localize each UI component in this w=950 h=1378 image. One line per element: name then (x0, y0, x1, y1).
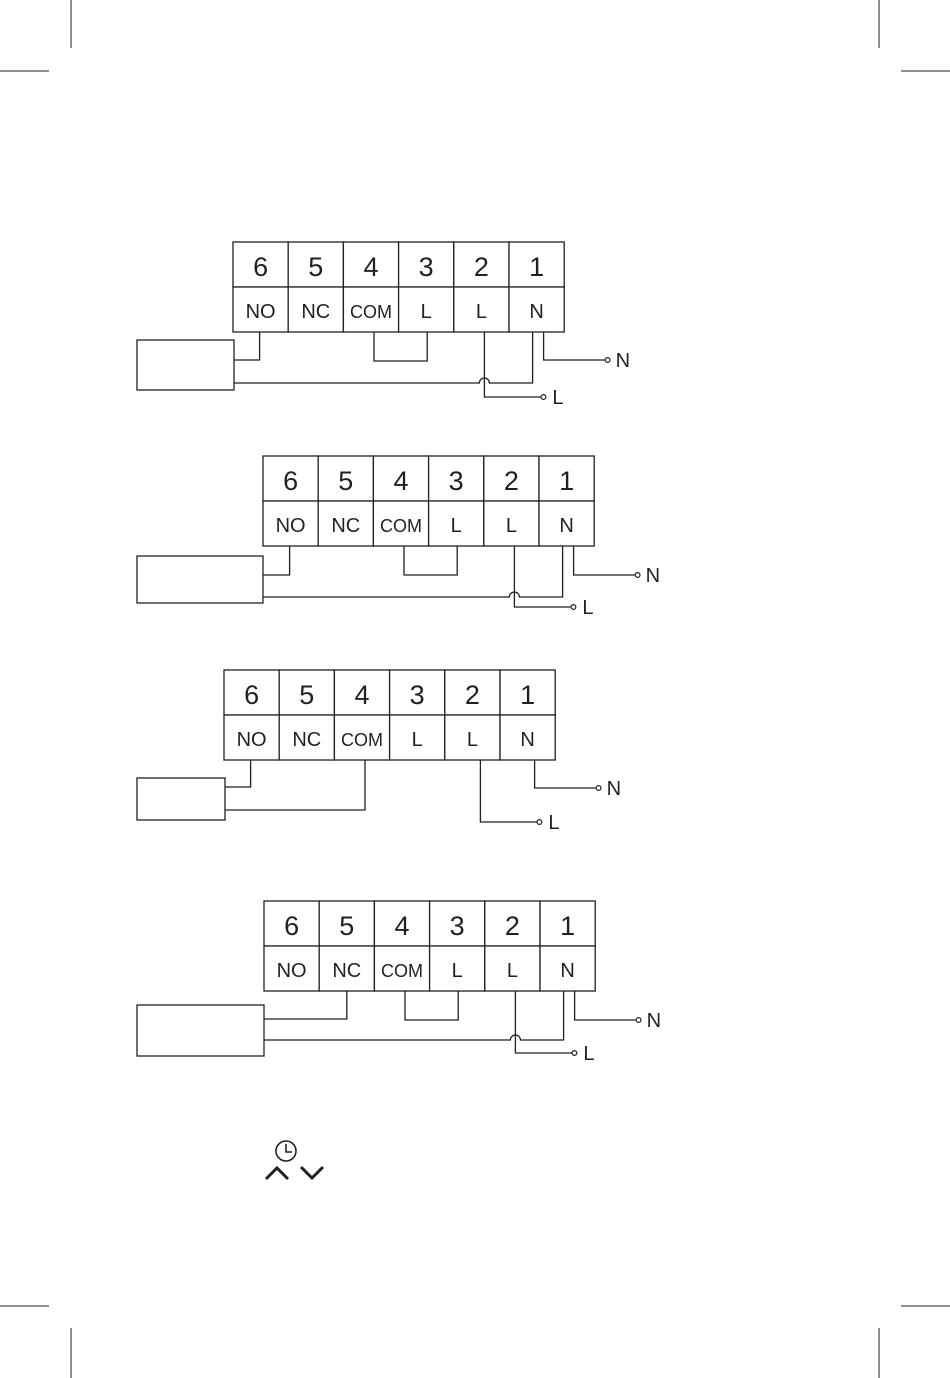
terminal-number: 6 (244, 680, 259, 710)
terminal-number: 3 (419, 252, 434, 282)
terminal-number: 1 (559, 466, 574, 496)
terminal-point-n (636, 1018, 641, 1023)
terminal-number: 2 (504, 466, 519, 496)
terminal-label: N (559, 515, 573, 537)
terminal-label: L (467, 729, 478, 751)
terminal-number: 5 (338, 466, 353, 496)
terminal-label: COM (341, 730, 383, 750)
neutral-supply-wire (535, 760, 597, 788)
neutral-return-wire (264, 991, 564, 1040)
terminal-number: 6 (283, 466, 298, 496)
terminal-number: 4 (393, 466, 408, 496)
supply-label-n: N (607, 778, 621, 800)
terminal-label: L (451, 515, 462, 537)
neutral-return-wire (234, 332, 533, 383)
terminal-point-l (572, 1051, 577, 1056)
terminal-number: 1 (560, 911, 575, 941)
terminal-point-n (635, 573, 640, 578)
terminal-label: NC (331, 515, 360, 537)
terminal-label: NC (292, 729, 321, 751)
terminal-label: NO (237, 729, 267, 751)
terminal-number: 4 (394, 911, 409, 941)
terminal-label: COM (381, 961, 423, 981)
terminal-label: L (452, 960, 463, 982)
terminal-label: NC (332, 960, 361, 982)
chevron-down-icon (301, 1167, 323, 1178)
terminal-number: 2 (474, 252, 489, 282)
terminal-label: L (476, 301, 487, 323)
terminal-label: COM (380, 516, 422, 536)
com-live-bridge-wire (405, 991, 458, 1020)
terminal-point-l (537, 820, 542, 825)
terminal-number: 5 (308, 252, 323, 282)
controlled-device-box (137, 556, 263, 603)
terminal-number: 1 (529, 252, 544, 282)
terminal-number: 3 (450, 911, 465, 941)
terminal-number: 4 (363, 252, 378, 282)
terminal-number: 2 (505, 911, 520, 941)
supply-label-l: L (583, 1043, 594, 1065)
terminal-label: L (412, 729, 423, 751)
terminal-number: 5 (299, 680, 314, 710)
supply-label-l: L (552, 387, 563, 409)
terminal-point-n (605, 358, 610, 363)
terminal-number: 6 (284, 911, 299, 941)
neutral-supply-wire (575, 991, 637, 1020)
controlled-device-box (137, 778, 225, 820)
com-live-bridge-wire (374, 332, 427, 361)
terminal-label: L (507, 960, 518, 982)
com-output-wire (225, 760, 365, 810)
controlled-device-box (137, 340, 234, 390)
supply-label-n: N (616, 350, 630, 372)
supply-label-l: L (548, 812, 559, 834)
neutral-supply-wire (544, 332, 606, 360)
terminal-number: 6 (253, 252, 268, 282)
no-output-wire (263, 546, 290, 575)
supply-label-n: N (647, 1010, 661, 1032)
neutral-supply-wire (574, 546, 636, 575)
com-live-bridge-wire (404, 546, 457, 575)
terminal-label: NO (276, 515, 306, 537)
terminal-number: 2 (465, 680, 480, 710)
terminal-label: N (560, 960, 574, 982)
supply-label-n: N (646, 565, 660, 587)
terminal-point-l (571, 605, 576, 610)
terminal-label: NO (246, 301, 276, 323)
chevron-up-icon (266, 1168, 288, 1179)
clock-icon (276, 1141, 296, 1161)
terminal-number: 4 (354, 680, 369, 710)
terminal-number: 1 (520, 680, 535, 710)
terminal-number: 5 (339, 911, 354, 941)
terminal-label: L (421, 301, 432, 323)
neutral-return-wire (263, 546, 563, 597)
terminal-label: NO (277, 960, 307, 982)
terminal-label: NC (301, 301, 330, 323)
button-icons (266, 1141, 323, 1179)
terminal-number: 3 (449, 466, 464, 496)
terminal-point-n (596, 786, 601, 791)
terminal-number: 3 (410, 680, 425, 710)
terminal-label: N (520, 729, 534, 751)
terminal-label: N (529, 301, 543, 323)
no-output-wire (225, 760, 251, 787)
terminal-label: L (506, 515, 517, 537)
terminal-point-l (541, 395, 546, 400)
controlled-device-box (137, 1005, 264, 1056)
no-output-wire (234, 332, 260, 360)
supply-label-l: L (582, 597, 593, 619)
live-supply-wire (480, 760, 537, 822)
nc-output-wire (264, 991, 347, 1019)
terminal-label: COM (350, 302, 392, 322)
